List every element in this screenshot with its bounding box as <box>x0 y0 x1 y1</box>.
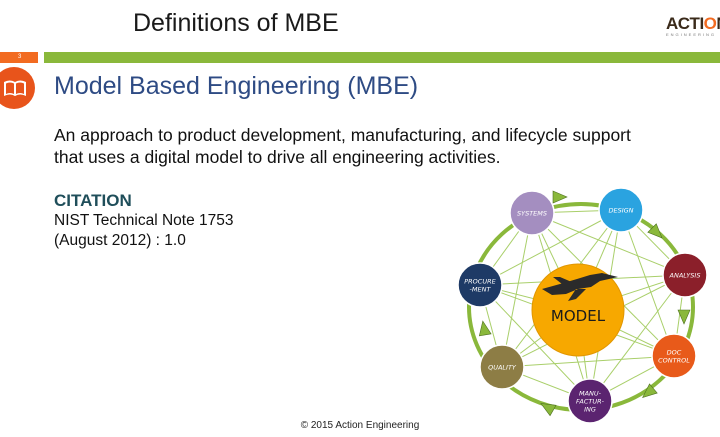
process-node-label: PROCURE <box>464 278 496 286</box>
model-label: MODEL <box>551 307 606 325</box>
connector-line <box>479 209 622 286</box>
cycle-arrowhead <box>642 383 658 398</box>
process-node-circle <box>457 262 503 308</box>
connector-line <box>479 284 591 402</box>
process-node-label: FACTUR- <box>576 398 605 406</box>
process-node-circle <box>567 378 613 424</box>
process-node-label: ANALYSIS <box>669 272 701 280</box>
process-node-circle <box>662 252 708 298</box>
process-node-circle <box>651 333 697 379</box>
footer-copyright: © 2015 Action Engineering <box>300 420 420 431</box>
process-node-label: -MENT <box>470 286 492 294</box>
process-node-circle <box>598 187 644 233</box>
process-node-label: MANU- <box>579 390 602 398</box>
slide-header-title: Definitions of MBE <box>133 9 339 37</box>
process-node-label: SYSTEMS <box>517 210 547 218</box>
citation-line: (August 2012) : 1.0 <box>54 232 186 249</box>
logo-subtitle: ENGINEERING <box>666 32 717 37</box>
process-node-label: ING <box>584 406 596 414</box>
connector-line <box>501 355 675 368</box>
process-node-label: DOC <box>667 349 682 357</box>
cycle-arrowhead <box>677 309 691 325</box>
logo-word: ACTION <box>666 14 720 33</box>
cycle-arrowhead <box>540 403 557 417</box>
citation-heading: CITATION <box>54 191 132 210</box>
process-node-label: CONTROL <box>658 357 690 365</box>
process-node-circle <box>479 344 525 390</box>
cycle-arrowhead <box>647 223 663 239</box>
connector-line <box>501 212 533 368</box>
citation-line: NIST Technical Note 1753 <box>54 212 234 229</box>
jet-icon <box>542 273 618 301</box>
header-rule-green <box>44 52 720 63</box>
slide-number: 3 <box>18 54 22 60</box>
book-icon <box>0 67 35 109</box>
cycle-arrowhead <box>478 320 492 337</box>
header-rule-orange <box>0 52 38 63</box>
main-title: Model Based Engineering (MBE) <box>54 72 419 100</box>
cycle-arrowhead <box>552 190 568 204</box>
connector-line <box>531 212 686 276</box>
process-node-circle <box>509 190 555 236</box>
definition-text: An approach to product development, manu… <box>54 125 631 167</box>
process-node-label: QUALITY <box>488 364 517 372</box>
connector-line <box>620 209 675 357</box>
process-node-label: DESIGN <box>608 207 633 215</box>
action-engineering-logo: ACTION ENGINEERING <box>666 14 720 46</box>
